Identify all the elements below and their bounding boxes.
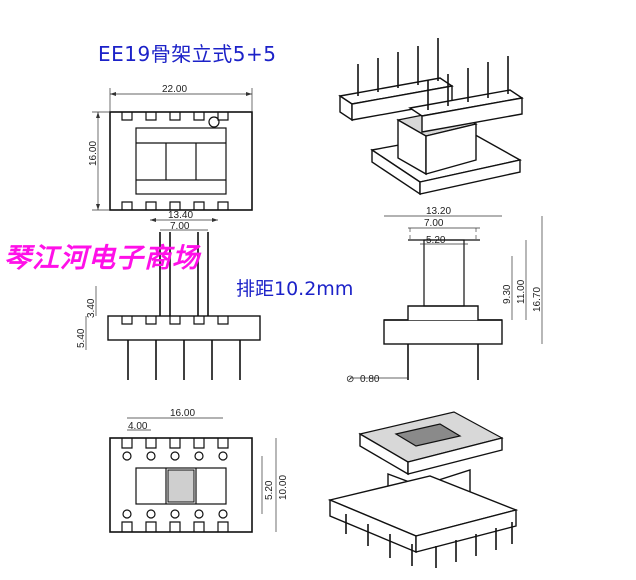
bottom-view: 16.00 4.00 5.20 10.00 <box>109 408 289 533</box>
iso-view-bottom <box>327 411 519 568</box>
dim-side-h3: 16.70 <box>532 287 543 312</box>
dim-side-outer: 13.20 <box>426 206 451 217</box>
pin-row-pitch: 排距10.2mm <box>236 278 354 300</box>
dim-top-width: 22.00 <box>162 84 187 95</box>
side-view: 13.20 7.00 5.20 9.30 11.00 16.70 ⊘ 0.80 <box>346 206 543 385</box>
dim-side-h1: 9.30 <box>502 284 513 304</box>
top-view: 22.00 16.00 <box>88 84 253 211</box>
dim-front-pin-height: 3.40 <box>86 298 97 318</box>
side-view-base <box>383 319 503 345</box>
bottom-view-outline <box>109 437 253 533</box>
product-title: EE19骨架立式5+5 <box>98 42 277 66</box>
dim-bottom-width: 16.00 <box>170 408 195 419</box>
front-view: 13.40 7.00 3.40 5.40 <box>76 210 261 380</box>
dim-bottom-h1: 5.20 <box>264 480 275 500</box>
top-view-core-window <box>135 127 227 195</box>
side-view-core <box>423 239 465 307</box>
front-view-base <box>107 315 261 341</box>
dim-side-mid: 7.00 <box>424 218 444 229</box>
dim-front-base-height: 5.40 <box>76 328 87 348</box>
iso-view-top <box>338 38 524 196</box>
dim-side-h2: 11.00 <box>516 279 527 304</box>
top-view-notches-top <box>121 112 229 121</box>
store-watermark: 琴江河电子商场 <box>4 243 200 274</box>
dim-side-inner: 5.20 <box>426 235 446 246</box>
dim-bottom-h2: 10.00 <box>278 475 289 500</box>
dim-top-height: 16.00 <box>88 141 99 166</box>
top-view-outline <box>109 111 253 211</box>
dim-bottom-pitch: 4.00 <box>128 421 148 432</box>
pin1-marker <box>208 116 220 128</box>
dim-pin-diameter-value: 0.80 <box>360 374 380 385</box>
top-view-notches-bottom <box>121 201 229 210</box>
dim-front-width: 13.40 <box>168 210 193 221</box>
dim-pin-diameter: ⊘ <box>346 374 354 385</box>
dim-front-inner: 7.00 <box>170 221 190 232</box>
